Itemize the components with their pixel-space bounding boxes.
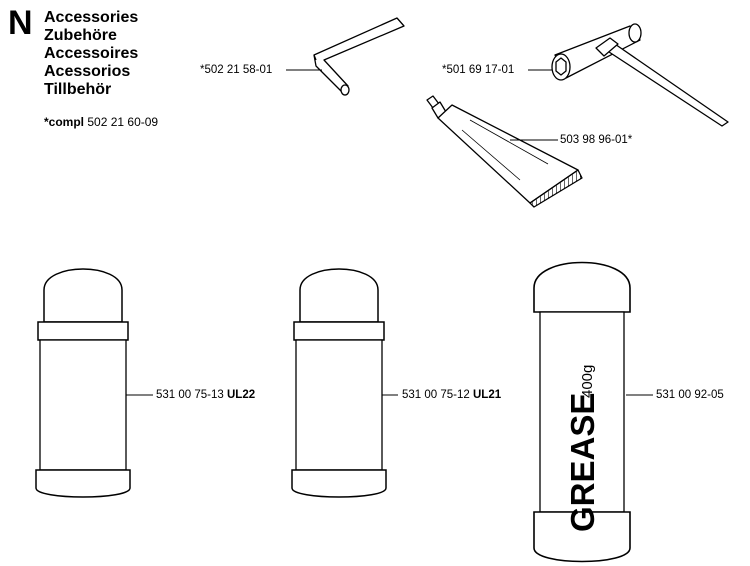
cartridge-weight-text: 400g xyxy=(579,365,596,398)
part-label-spray-can-1: 531 00 75-13 UL22 xyxy=(156,388,255,402)
part-label-spray-can-2: 531 00 75-12 UL21 xyxy=(402,388,501,402)
part-number: 531 00 75-13 xyxy=(156,389,224,401)
cartridge-brand-text: GREASE xyxy=(564,393,601,532)
part-label-hex-key: *502 21 58-01 xyxy=(200,63,272,77)
title-german: Zubehöre xyxy=(44,27,117,44)
title-french: Accessoires xyxy=(44,45,139,62)
part-number: *501 69 17-01 xyxy=(442,64,515,76)
section-letter: N xyxy=(8,4,33,42)
spray-can-1-icon xyxy=(35,268,131,498)
part-label-grease-tube: 503 98 96-01* xyxy=(560,133,632,147)
title-portuguese: Acessorios xyxy=(44,63,131,80)
title-english: Accessories xyxy=(44,9,139,26)
spray-can-2-icon xyxy=(291,268,387,498)
part-number: 531 00 75-12 xyxy=(402,389,470,401)
title-swedish: Tillbehör xyxy=(44,81,112,98)
part-number: 531 00 92-05 xyxy=(656,389,724,401)
part-label-grease-cartridge: 531 00 92-05 xyxy=(656,388,724,402)
complete-kit-label: *compl 502 21 60-09 xyxy=(44,115,158,129)
hex-key-icon xyxy=(313,17,405,96)
part-label-combination-wrench: *501 69 17-01 xyxy=(442,63,514,77)
grease-cartridge-icon xyxy=(533,261,631,563)
section-titles: Accessories Zubehöre Accessoires Acessor… xyxy=(44,9,138,99)
complete-kit-prefix: *compl xyxy=(44,115,85,129)
grease-tube-icon xyxy=(426,95,583,208)
part-number: 503 98 96-01* xyxy=(560,134,633,146)
complete-kit-part-number: 502 21 60-09 xyxy=(87,115,159,129)
combination-wrench-icon xyxy=(551,23,729,127)
part-suffix: UL22 xyxy=(227,389,256,401)
part-suffix: UL21 xyxy=(473,389,502,401)
part-number: *502 21 58-01 xyxy=(200,64,273,76)
